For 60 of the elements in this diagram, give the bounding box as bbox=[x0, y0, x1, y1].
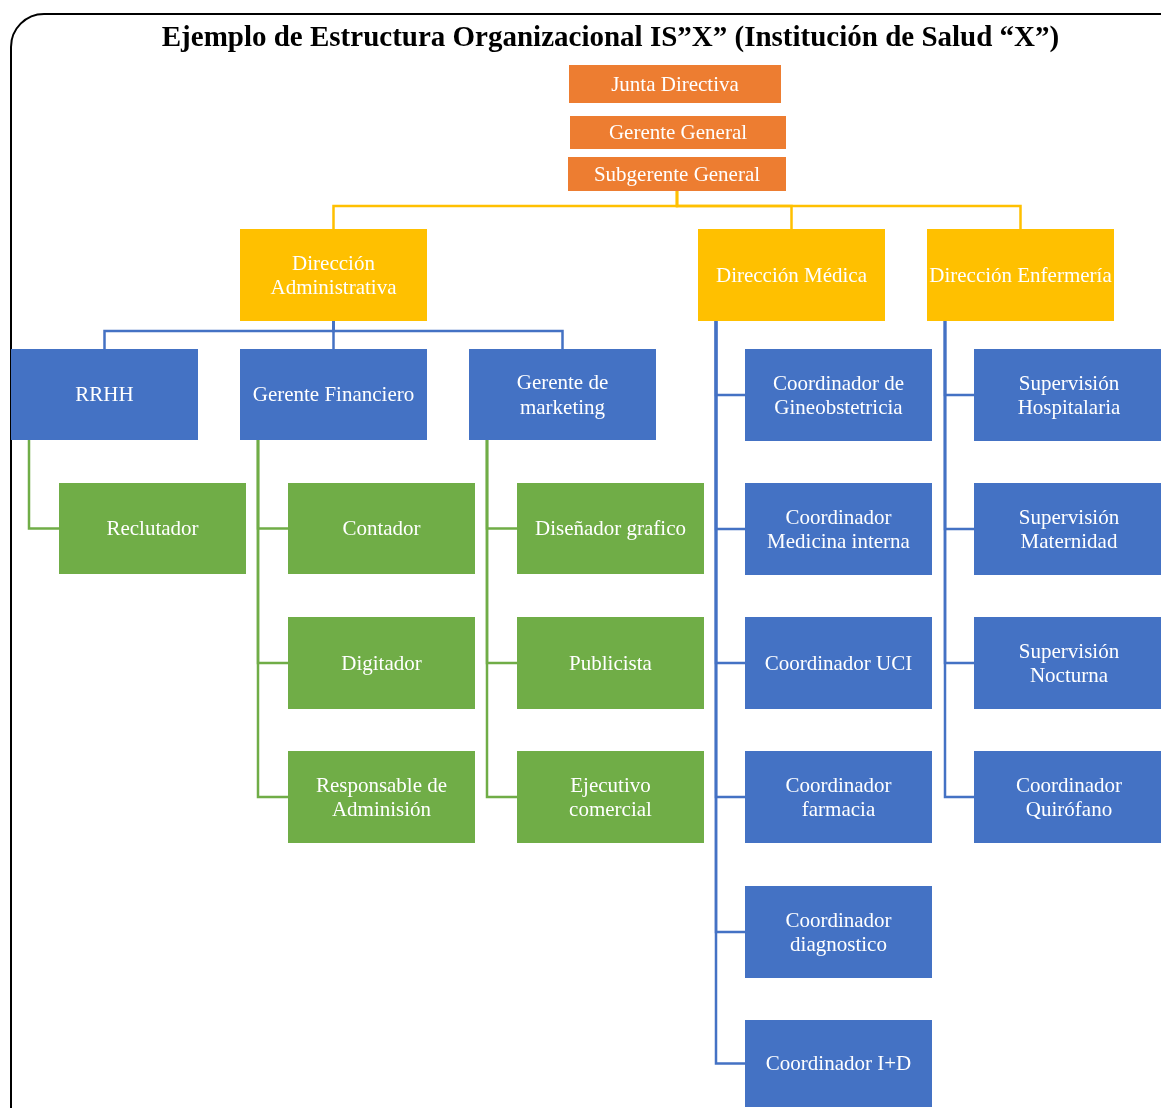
department-box bbox=[240, 349, 427, 440]
department-box bbox=[745, 751, 932, 843]
connector-line bbox=[675, 191, 1022, 229]
staff-box bbox=[288, 751, 475, 843]
staff-box bbox=[517, 483, 704, 574]
department-box bbox=[745, 483, 932, 575]
department-box bbox=[745, 1020, 932, 1107]
box-label: Responsable de Adminisión bbox=[314, 772, 449, 822]
box-label: Supervisión Maternidad bbox=[1017, 504, 1121, 554]
box-label: Coordinador UCI bbox=[764, 650, 913, 676]
staff-box bbox=[517, 617, 704, 709]
executive-box bbox=[569, 65, 781, 103]
box-label: Gerente General bbox=[608, 120, 748, 145]
connector-line bbox=[485, 440, 517, 799]
connector-line bbox=[714, 321, 745, 1065]
executive-box bbox=[568, 157, 786, 191]
box-label: Digitador bbox=[341, 650, 422, 676]
department-box bbox=[11, 349, 198, 440]
direction-box bbox=[240, 229, 427, 321]
box-label: Dirección Administrativa bbox=[269, 250, 398, 300]
box-label: Coordinador diagnostico bbox=[784, 907, 893, 957]
box-label: Coordinador farmacia bbox=[784, 772, 893, 822]
box-label: Coordinador de Gineobstetricia bbox=[771, 370, 906, 420]
connector-line bbox=[943, 321, 974, 799]
department-box bbox=[745, 617, 932, 709]
box-label: RRHH bbox=[75, 382, 134, 407]
box-label: Reclutador bbox=[106, 516, 199, 541]
department-box bbox=[974, 617, 1161, 709]
department-box bbox=[974, 751, 1161, 843]
department-box bbox=[974, 349, 1161, 441]
box-label: Ejecutivo comercial bbox=[568, 772, 653, 822]
box-label: Dirección Enfermería bbox=[929, 262, 1112, 288]
box-label: Subgerente General bbox=[593, 161, 761, 187]
box-label: Publicista bbox=[569, 650, 652, 676]
box-label: Supervisión Nocturna bbox=[1017, 638, 1121, 688]
direction-box bbox=[927, 229, 1114, 321]
connector-line bbox=[256, 440, 288, 799]
box-label: Supervisión Hospitalaria bbox=[1016, 370, 1122, 420]
executive-box bbox=[570, 116, 786, 149]
direction-box bbox=[698, 229, 885, 321]
staff-box bbox=[288, 617, 475, 709]
staff-box bbox=[517, 751, 704, 843]
box-label: Diseñador grafico bbox=[535, 516, 686, 541]
box-label: Dirección Médica bbox=[716, 262, 867, 288]
department-box bbox=[745, 886, 932, 978]
box-label: Contador bbox=[342, 516, 421, 541]
box-label: Gerente Financiero bbox=[252, 382, 415, 407]
staff-box bbox=[288, 483, 475, 574]
connector-line bbox=[332, 321, 564, 349]
title: Ejemplo de Estructura Organizacional IS”X” (Institución de Salud “X”) bbox=[160, 19, 1061, 54]
box-label: Junta Directiva bbox=[611, 71, 739, 97]
box-label: Coordinador Medicina interna bbox=[766, 504, 911, 554]
box-label: Coordinador I+D bbox=[765, 1051, 912, 1076]
box-label: Gerente de marketing bbox=[515, 370, 610, 419]
department-box bbox=[745, 349, 932, 441]
department-box bbox=[974, 483, 1161, 575]
box-label: Coordinador Quirófano bbox=[1014, 772, 1124, 822]
connector-line bbox=[27, 440, 59, 530]
department-box bbox=[469, 349, 656, 440]
staff-box bbox=[59, 483, 246, 574]
